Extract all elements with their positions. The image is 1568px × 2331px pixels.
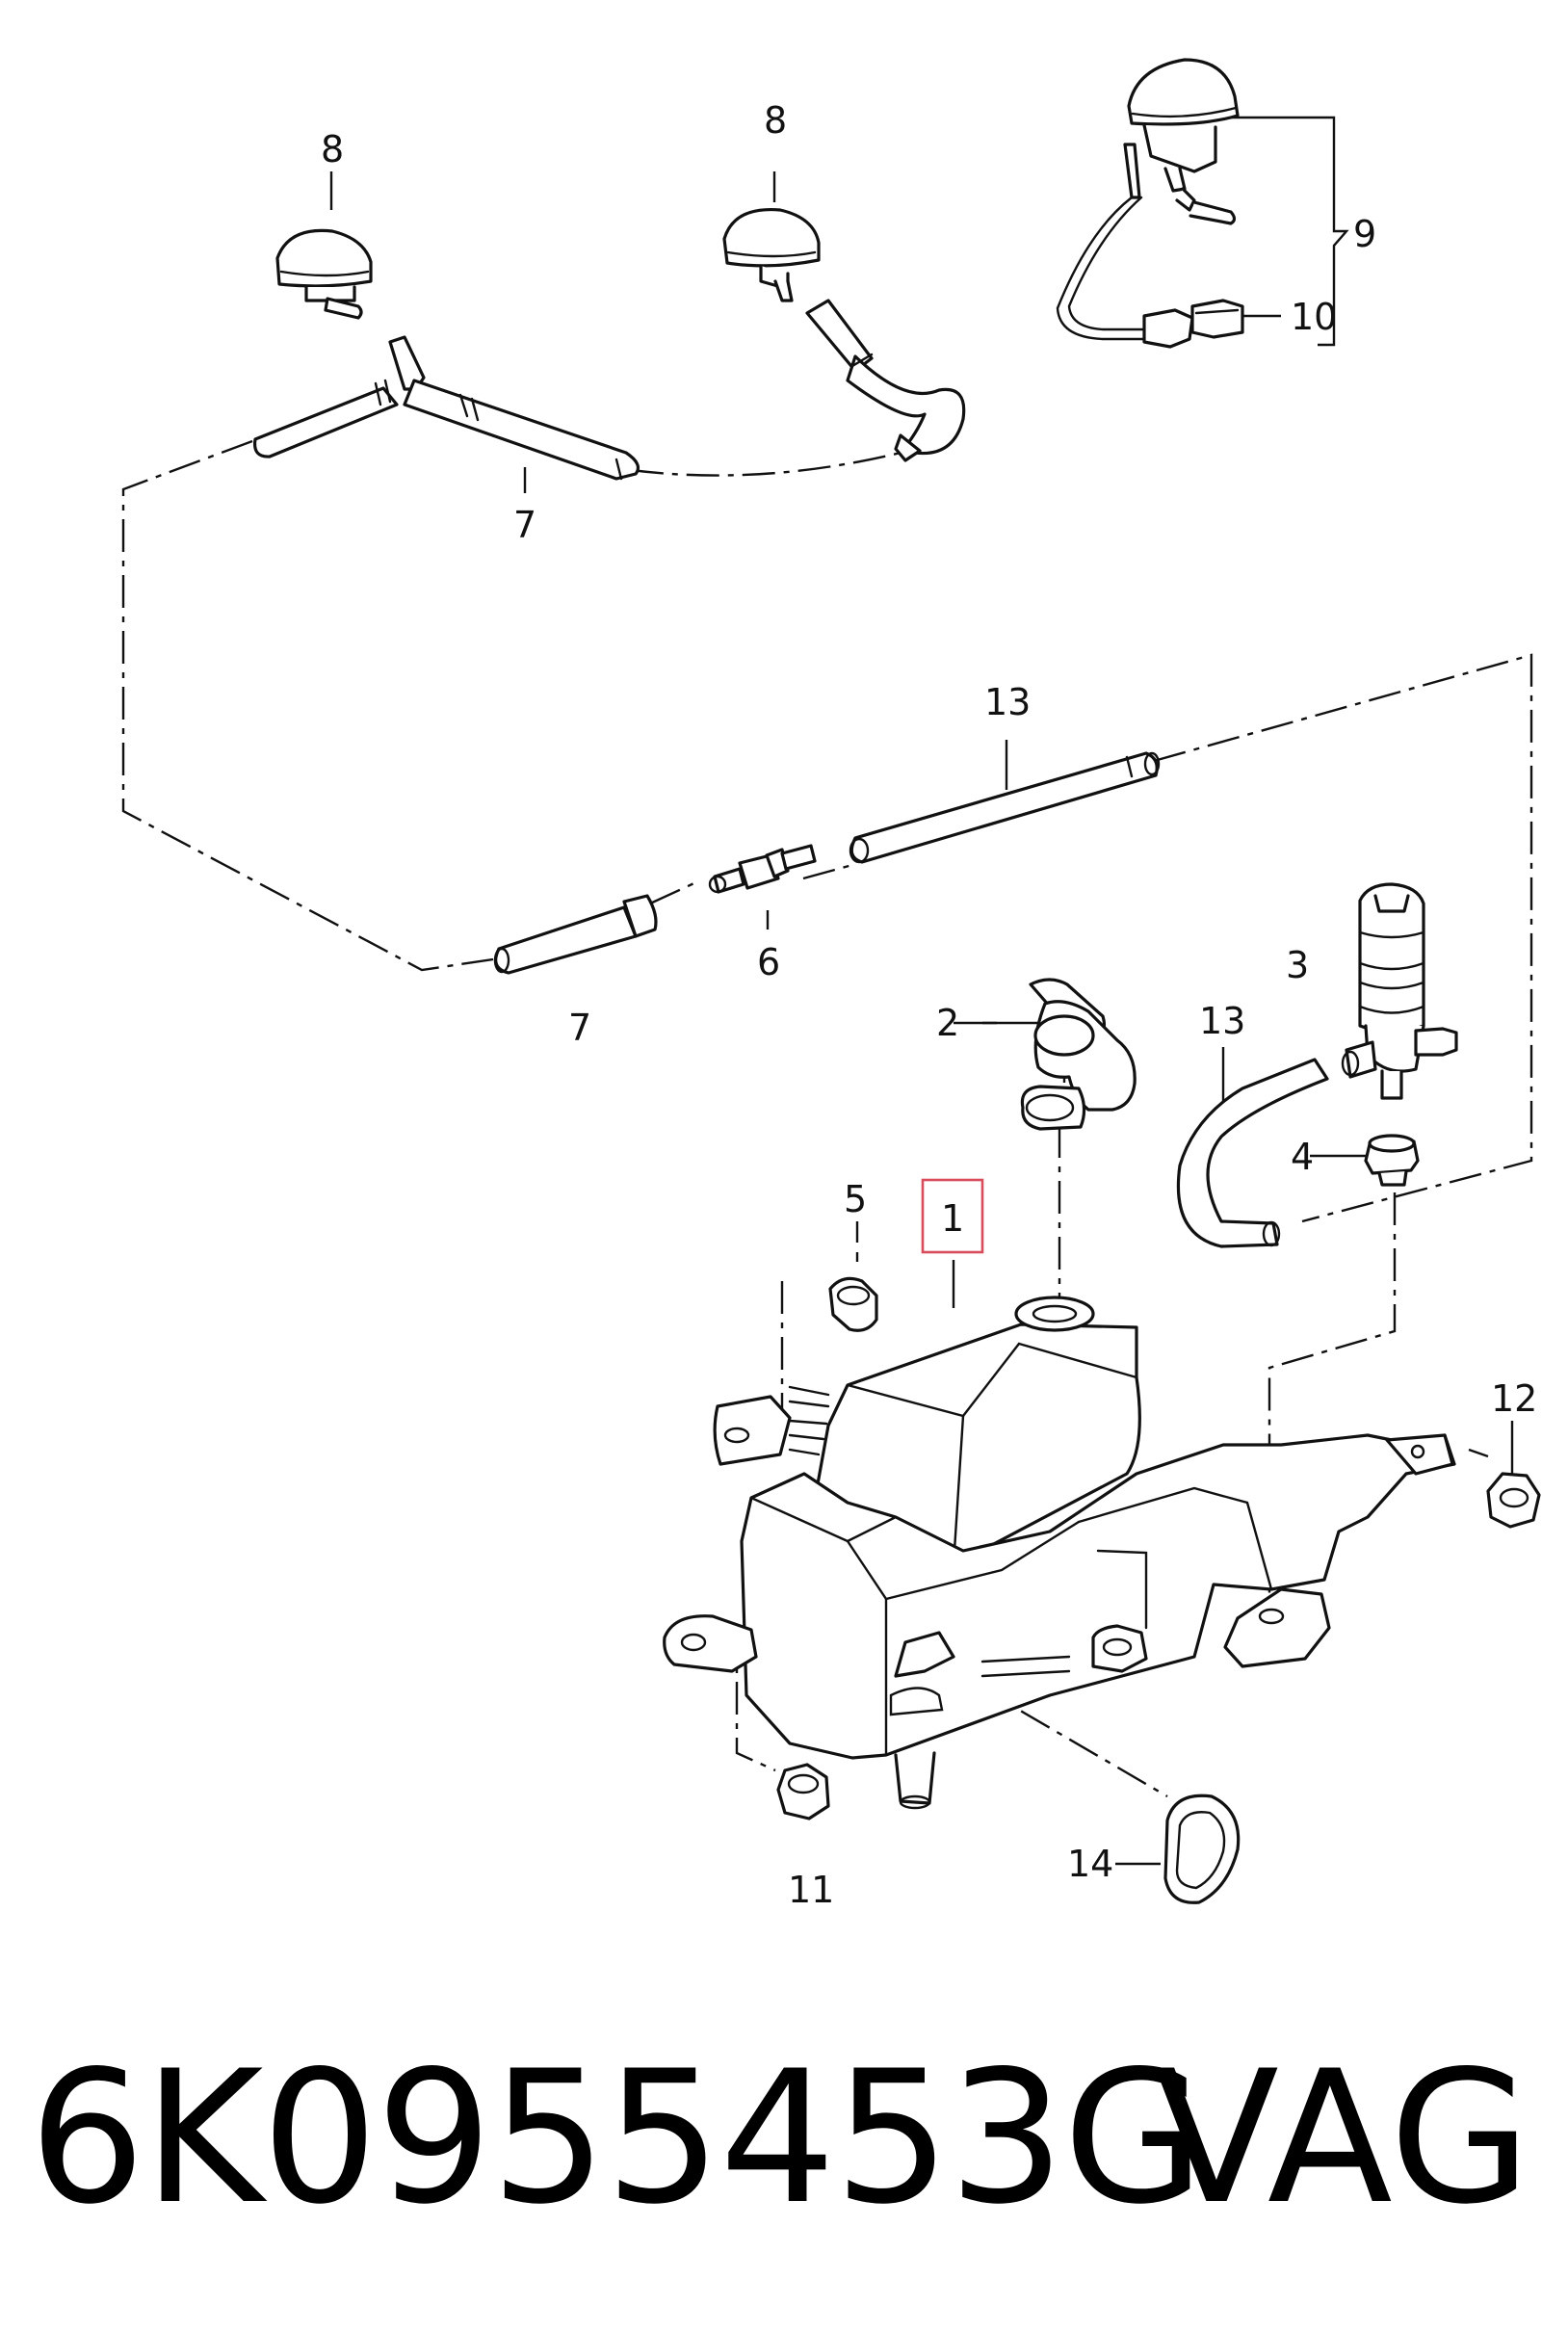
nozzle-hose-right (805, 299, 966, 462)
hose-lower (493, 894, 658, 975)
callout-3: 3 (1286, 944, 1309, 986)
callout-2: 2 (936, 1002, 959, 1044)
curved-hose-lower (1176, 1058, 1329, 1248)
callout-14: 14 (1067, 1843, 1113, 1885)
filler-neck-cap (1020, 978, 1137, 1131)
leader-lines (329, 116, 1514, 1866)
callout-10: 10 (1291, 296, 1337, 338)
callout-9: 9 (1353, 213, 1376, 255)
callout-8-left: 8 (321, 128, 344, 170)
callout-8-right: 8 (764, 99, 787, 142)
pump-seal-ring (1163, 1794, 1241, 1904)
callout-6: 6 (757, 941, 780, 983)
callout-11: 11 (788, 1869, 834, 1911)
straight-hose-upper (849, 751, 1161, 864)
callout-5: 5 (844, 1178, 867, 1220)
callout-7-upper: 7 (513, 504, 536, 546)
washer-nozzle-left (275, 228, 373, 320)
parts-diagram: 8 8 9 10 7 13 6 3 2 7 13 4 5 1 12 11 14 (121, 58, 1541, 1911)
callout-labels: 8 8 9 10 7 13 6 3 2 7 13 4 5 1 12 11 14 (321, 99, 1537, 1911)
callout-12: 12 (1491, 1377, 1537, 1420)
brand-text: VAG (1154, 2031, 1531, 2244)
callout-1: 1 (941, 1197, 964, 1240)
washer-nozzle-right (722, 207, 821, 302)
callout-7-lower: 7 (568, 1007, 591, 1049)
callout-1-highlight (921, 1178, 984, 1254)
hose-connector (708, 844, 817, 894)
washer-fluid-reservoir (663, 1296, 1456, 1810)
part-number-text: 6K0955453G (29, 2031, 1205, 2244)
nut-bottom (776, 1763, 830, 1820)
heated-nozzle-assembly (1056, 58, 1244, 349)
pump-grommet (1364, 1134, 1420, 1187)
t-hose-upper (252, 335, 640, 481)
callout-13-upper: 13 (984, 681, 1031, 723)
nut-upper (828, 1276, 878, 1332)
callout-13-lower: 13 (1199, 1000, 1245, 1042)
washer-pump (1341, 882, 1458, 1100)
nut-right (1486, 1472, 1541, 1529)
callout-4: 4 (1291, 1136, 1314, 1178)
